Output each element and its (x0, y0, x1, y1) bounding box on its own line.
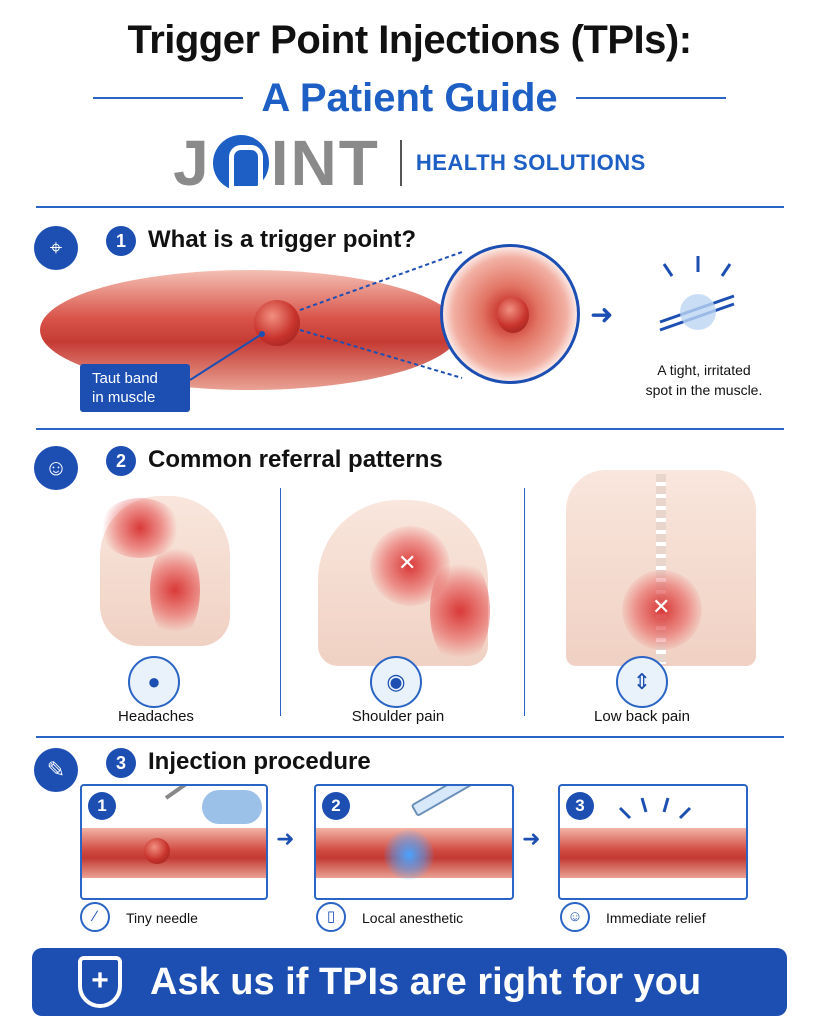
logo-letters-int: INT (270, 127, 380, 199)
anesthetic-spread (384, 830, 434, 880)
taut-band-label-line2: in muscle (92, 389, 156, 406)
step2-number: 2 (322, 792, 350, 820)
divider-3 (36, 736, 784, 738)
column-divider-2 (524, 488, 525, 716)
step1-muscle (82, 828, 266, 878)
shield-plus-icon: + (78, 956, 122, 1008)
subtitle-row: A Patient Guide (0, 72, 819, 124)
target-icon: ⌖ (34, 226, 78, 270)
step-arrow-2-icon: ➜ (522, 826, 541, 851)
subtitle-rule-right (575, 97, 726, 99)
banner-text: Ask us if TPIs are right for you (150, 960, 702, 1003)
page-subtitle: A Patient Guide (261, 75, 558, 120)
neck-pain-zone (150, 540, 200, 640)
caption-immediate-relief: Immediate relief (606, 910, 706, 926)
taut-band-label: Taut band in muscle (80, 364, 190, 412)
low-back-trigger-mark: ✕ (652, 594, 671, 619)
section3-number: 3 (106, 748, 136, 778)
zoom-knot (497, 297, 529, 333)
section3-title: Injection procedure (148, 748, 371, 775)
person-icon: ☺ (34, 446, 78, 490)
section1-title: What is a trigger point? (148, 226, 416, 253)
relief-rays-icon (618, 797, 692, 820)
logo-wordmark: J INT (173, 126, 380, 200)
step2-syringe (410, 786, 487, 818)
divider-2 (36, 428, 784, 430)
logo-subtitle: HEALTH SOLUTIONS (415, 150, 646, 175)
caption-tiny-needle: Tiny needle (126, 910, 198, 926)
vial-icon: ▯ (316, 902, 346, 932)
step3-muscle (560, 828, 746, 878)
step1-knot (144, 838, 170, 864)
divider-1 (36, 206, 784, 208)
trigger-point-knot (254, 300, 300, 346)
step2-panel: 2 (314, 784, 514, 900)
subtitle-rule-left (93, 97, 244, 99)
shoulder-icon: ◉ (370, 656, 422, 708)
step-arrow-1-icon: ➜ (276, 826, 295, 851)
head-icon: ● (128, 656, 180, 708)
caption-low-back-pain: Low back pain (594, 708, 690, 725)
caption-shoulder-pain: Shoulder pain (351, 708, 445, 725)
logo-divider (399, 140, 402, 186)
description-line1: A tight, irritated (657, 362, 751, 378)
brand-logo: J INT HEALTH SOLUTIONS (0, 126, 819, 200)
syringe-icon: ✎ (34, 748, 78, 792)
knee-joint-icon (212, 135, 269, 191)
step1-panel: 1 (80, 784, 268, 900)
arrow-right-icon: ➜ (590, 299, 614, 330)
step1-number: 1 (88, 792, 116, 820)
spine-illustration (656, 474, 666, 664)
column-divider-1 (280, 488, 281, 716)
step1-gloved-hand (202, 790, 262, 824)
section2-number: 2 (106, 446, 136, 476)
call-to-action-banner: + Ask us if TPIs are right for you (32, 948, 787, 1016)
logo-letter-j: J (173, 127, 211, 199)
section1-number: 1 (106, 226, 136, 256)
caption-local-anesthetic: Local anesthetic (362, 910, 464, 926)
low-back-trigger-zone (622, 570, 702, 650)
step3-panel: 3 (558, 784, 748, 900)
page-title: Trigger Point Injections (TPIs): (127, 18, 692, 62)
shoulder-trigger-mark: ✕ (398, 550, 417, 575)
trigger-point-description: A tight, irritated spot in the muscle. (624, 360, 784, 400)
description-line2: spot in the muscle. (645, 382, 763, 398)
taut-band-label-line1: Taut band (92, 370, 158, 387)
trigger-point-zoom (440, 244, 580, 384)
smile-icon: ☺ (560, 902, 590, 932)
step3-number: 3 (566, 792, 594, 820)
needle-icon: ∕ (80, 902, 110, 932)
section2-title: Common referral patterns (148, 446, 443, 473)
spine-icon: ⇕ (616, 656, 668, 708)
caption-headaches: Headaches (118, 708, 194, 725)
arm-referral-zone (430, 556, 490, 666)
